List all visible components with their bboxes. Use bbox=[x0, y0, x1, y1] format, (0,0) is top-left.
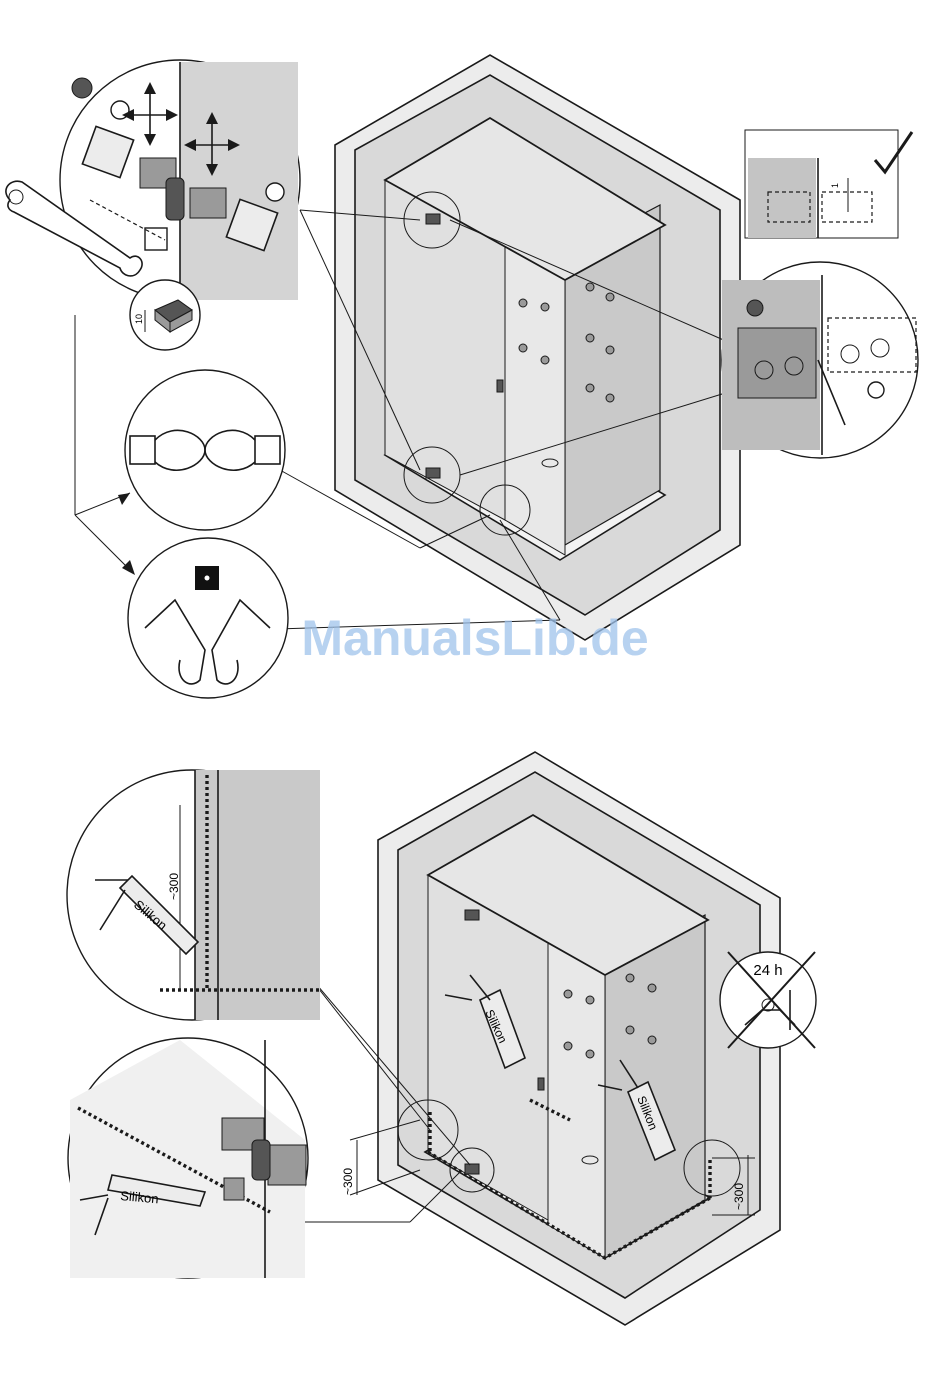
bottom-hinge bbox=[426, 468, 440, 478]
watermark-text: ManualsLib.de bbox=[301, 610, 648, 666]
detail-seal-closed bbox=[125, 370, 285, 530]
dim-300-detail-label: ~300 bbox=[167, 873, 181, 900]
bottom-shower-assembly: Silikon Silikon ~300 ~300 bbox=[300, 752, 780, 1325]
top-shower-assembly bbox=[245, 55, 740, 640]
cure-time-label: 24 h bbox=[753, 962, 782, 979]
dim-300-left-label: ~300 bbox=[341, 1168, 355, 1195]
detail-horizontal-silicone: Silikon bbox=[68, 1038, 308, 1278]
dim-300-right-label: ~300 bbox=[732, 1183, 746, 1210]
top-hinge bbox=[426, 214, 440, 224]
detail-alignment-check: 1 bbox=[745, 130, 912, 238]
top-door-glass bbox=[505, 245, 565, 555]
detail-seal-open bbox=[128, 538, 288, 698]
no-shower-24h-icon: 24 h bbox=[720, 952, 816, 1048]
bottom-door-glass bbox=[548, 942, 605, 1258]
door-handle bbox=[497, 380, 503, 392]
detail-hinge-adjust bbox=[60, 60, 300, 300]
detail-vertical-silicone: ~300 Silikon bbox=[67, 770, 320, 1020]
detail-spacer-block: 10 bbox=[130, 280, 200, 350]
detail-panel-mount bbox=[722, 262, 918, 458]
dim-1-label: 1 bbox=[830, 183, 840, 188]
dim-10-label: 10 bbox=[134, 314, 144, 324]
